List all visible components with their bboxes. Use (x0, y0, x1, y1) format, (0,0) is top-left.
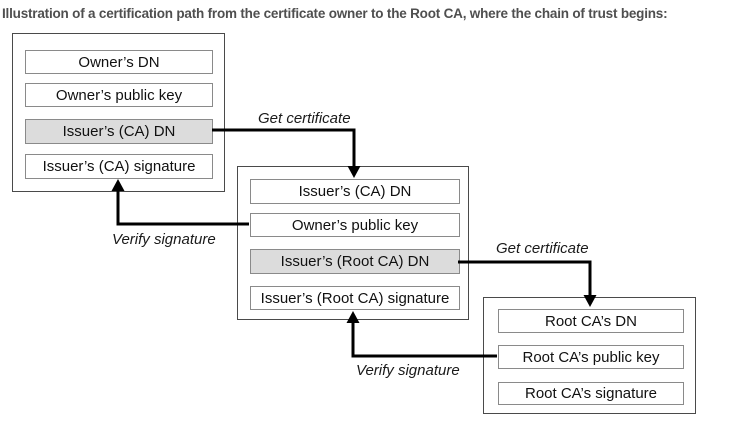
field-root-cas-dn: Root CA’s DN (498, 309, 684, 333)
field-root-cas-public-key: Root CA’s public key (498, 345, 684, 369)
ca-certificate-box: Issuer’s (CA) DN Owner’s public key Issu… (237, 166, 469, 320)
root-ca-certificate-box: Root CA’s DN Root CA’s public key Root C… (483, 297, 696, 414)
field-owners-public-key-2: Owner’s public key (250, 213, 460, 237)
field-issuers-ca-dn-2: Issuer’s (CA) DN (250, 179, 460, 204)
label-get-certificate-2: Get certificate (496, 240, 589, 257)
field-issuers-root-ca-dn: Issuer’s (Root CA) DN (250, 249, 460, 274)
field-root-cas-signature: Root CA’s signature (498, 382, 684, 405)
diagram-caption: Illustration of a certification path fro… (2, 6, 668, 21)
label-get-certificate-1: Get certificate (258, 110, 351, 127)
field-issuers-root-ca-signature: Issuer’s (Root CA) signature (250, 286, 460, 310)
field-issuers-ca-signature: Issuer’s (CA) signature (25, 154, 213, 179)
label-verify-signature-2: Verify signature (356, 362, 460, 379)
field-owners-dn: Owner’s DN (25, 50, 213, 74)
label-verify-signature-1: Verify signature (112, 231, 216, 248)
field-issuers-ca-dn: Issuer’s (CA) DN (25, 119, 213, 144)
field-owners-public-key: Owner’s public key (25, 83, 213, 107)
owner-certificate-box: Owner’s DN Owner’s public key Issuer’s (… (12, 33, 225, 192)
